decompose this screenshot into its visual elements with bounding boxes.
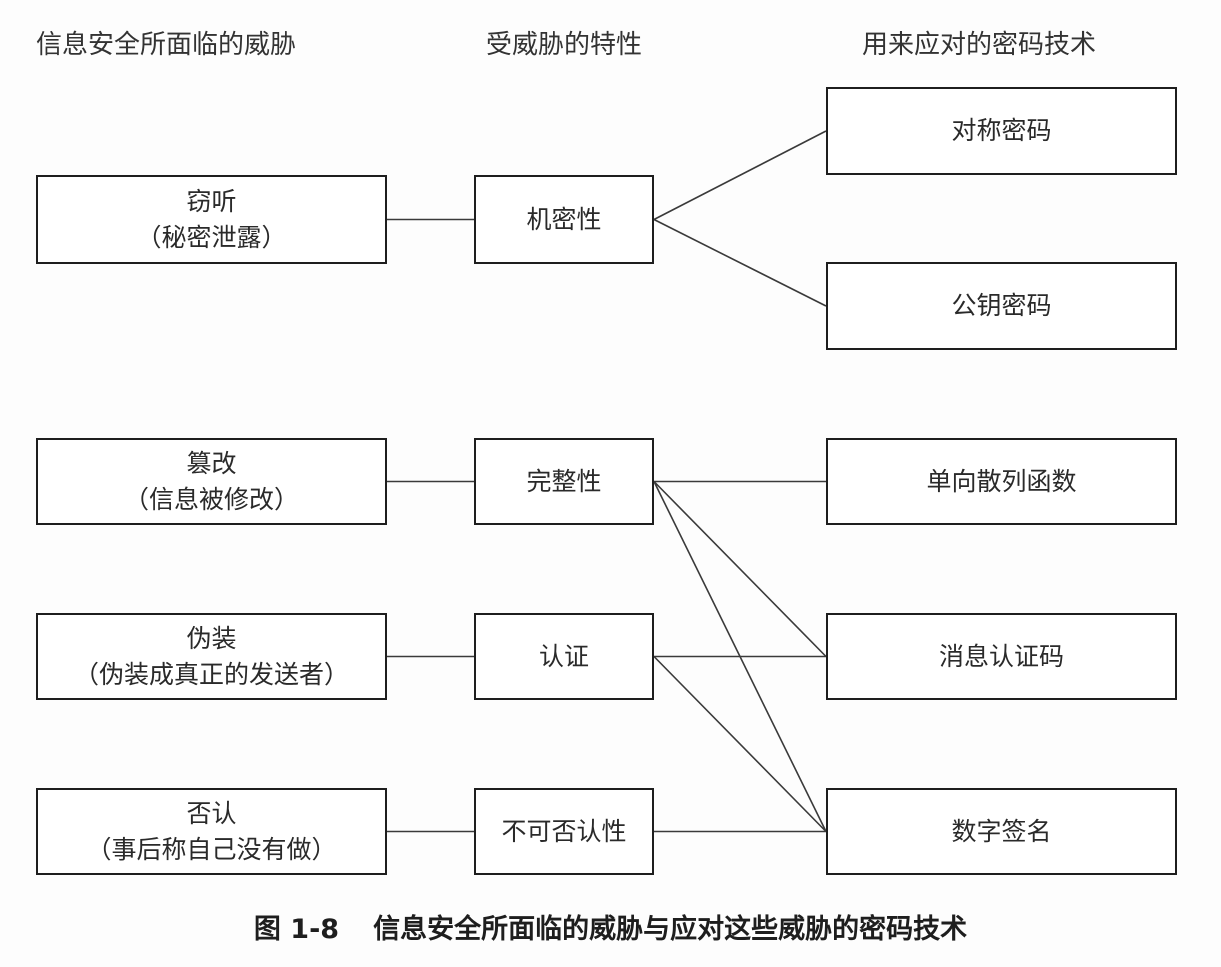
connection-prop-confidentiality-to-tech-symmetric [653,130,827,221]
threat-eavesdrop-box: 窃听 （秘密泄露） [36,175,387,264]
figure-caption-text: 信息安全所面临的威胁与应对这些威胁的密码技术 [373,914,968,945]
technique-signature-box: 数字签名 [826,788,1177,875]
threat-spoof-title: 伪装 [186,623,237,653]
threat-eavesdrop-detail: （秘密泄露） [136,222,287,252]
technique-hash-label: 单向散列函数 [926,466,1077,496]
figure-caption: 图 1-8 信息安全所面临的威胁与应对这些威胁的密码技术 [0,912,1221,948]
threat-tamper-box: 篡改 （信息被修改） [36,438,387,525]
threat-tamper-detail: （信息被修改） [123,484,299,514]
connection-prop-confidentiality-to-tech-publickey [653,218,827,307]
technique-hash-box: 单向散列函数 [826,438,1177,525]
technique-signature-label: 数字签名 [951,816,1052,846]
threat-tamper-title: 篡改 [186,448,237,478]
property-nonrepudiation-box: 不可否认性 [474,788,654,875]
technique-symmetric-label: 对称密码 [951,116,1052,145]
threat-spoof-detail: （伪装成真正的发送者） [73,659,349,689]
threat-eavesdrop-title: 窃听 [186,186,237,216]
property-confidentiality-label: 机密性 [526,204,602,234]
threat-spoof-box: 伪装 （伪装成真正的发送者） [36,613,387,700]
property-nonrepudiation-label: 不可否认性 [501,816,627,846]
threat-deny-title: 否认 [186,798,237,828]
header-techniques: 用来应对的密码技术 [862,30,1097,60]
property-authentication-label: 认证 [538,641,589,671]
connection-prop-authentication-to-tech-signature [653,655,827,833]
technique-symmetric-box: 对称密码 [826,87,1177,175]
connection-prop-integrity-to-tech-mac [653,480,827,658]
threat-deny-box: 否认 （事后称自己没有做） [36,788,387,875]
property-authentication-box: 认证 [474,613,654,700]
technique-publickey-label: 公钥密码 [951,291,1052,320]
header-threats: 信息安全所面临的威胁 [36,30,297,60]
property-integrity-box: 完整性 [474,438,654,525]
technique-publickey-box: 公钥密码 [826,262,1177,350]
technique-mac-label: 消息认证码 [938,641,1064,671]
property-confidentiality-box: 机密性 [474,175,654,264]
figure-number: 图 1-8 [253,914,340,945]
property-integrity-label: 完整性 [526,466,602,496]
technique-mac-box: 消息认证码 [826,613,1177,700]
header-properties: 受威胁的特性 [486,30,643,60]
threat-deny-detail: （事后称自己没有做） [86,834,337,864]
